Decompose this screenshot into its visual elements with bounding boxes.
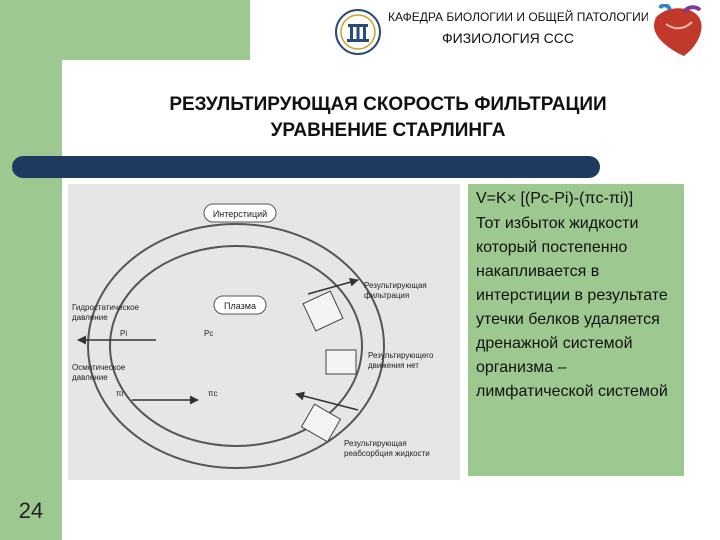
subject-name: ФИЗИОЛОГИЯ ССС — [442, 30, 575, 46]
explanation-box: V=K× [(Pc-Pi)-(πc-πi)] Тот избыток жидко… — [468, 184, 684, 476]
starling-formula: V=K× [(Pc-Pi)-(πc-πi)] — [476, 190, 634, 207]
tau-i-label: πi — [116, 389, 124, 398]
filtration-arrow — [307, 277, 359, 295]
vessel-segment-top — [302, 290, 344, 332]
plasma-box — [213, 295, 267, 315]
starling-diagram-svg: Интерстиций Плазма Гидростатическое давл… — [72, 203, 434, 469]
movement-label-1: Результирующего — [368, 351, 434, 360]
filtration-label-2: фильтрация — [364, 291, 409, 300]
reabsorption-arrow — [295, 391, 359, 411]
pi-label: Pi — [120, 329, 127, 338]
left-accent-bar — [0, 0, 62, 540]
plasma-label: Плазма — [224, 301, 256, 311]
hydrostatic-pressure-label: давление — [72, 313, 108, 322]
oncotic-pressure-label: давление — [72, 373, 108, 382]
slide-number: 24 — [18, 498, 44, 523]
reabsorption-label-1: Результирующая — [344, 439, 407, 448]
oncotic-label: Осмотическое — [72, 363, 126, 372]
filtration-label-1: Результирующая — [364, 281, 427, 290]
heart-icon — [654, 4, 702, 56]
interstitium-box — [203, 203, 277, 223]
movement-label-2: движения нет — [368, 361, 419, 370]
vessel-segment-middle — [325, 349, 357, 375]
capillary-inner-wall — [109, 245, 363, 447]
hydrostatic-label: Гидростатическое — [72, 303, 140, 312]
title-line-2: УРАВНЕНИЕ СТАРЛИНГА — [270, 120, 506, 141]
department-name: КАФЕДРА БИОЛОГИИ И ОБЩЕЙ ПАТОЛОГИИ — [388, 10, 648, 24]
vessel-segment-bottom — [300, 403, 342, 443]
top-accent-bar — [0, 0, 250, 60]
title-divider — [12, 156, 600, 178]
pc-label: Pc — [204, 329, 213, 338]
university-logo-icon — [335, 9, 381, 55]
title-line-1: РЕЗУЛЬТИРУЮЩАЯ СКОРОСТЬ ФИЛЬТРАЦИИ — [169, 94, 607, 115]
interstitium-label: Интерстиций — [213, 209, 267, 219]
slide-title: РЕЗУЛЬТИРУЮЩАЯ СКОРОСТЬ ФИЛЬТРАЦИИ УРАВН… — [78, 92, 698, 144]
starling-diagram: Интерстиций Плазма Гидростатическое давл… — [68, 184, 460, 480]
reabsorption-label-2: реабсорбция жидкости — [344, 449, 430, 458]
capillary-outer-wall — [87, 223, 385, 469]
tau-c-label: πc — [208, 389, 218, 398]
explanation-text: Тот избыток жидкости который постепенно … — [476, 215, 668, 400]
